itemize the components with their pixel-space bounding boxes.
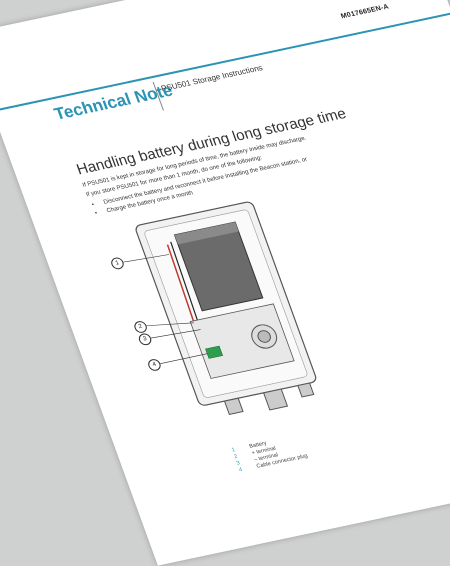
battery-top [174, 222, 239, 245]
gland-core [257, 330, 271, 343]
bottom-gland-right [297, 382, 315, 398]
header-accent-line [0, 12, 450, 113]
bottom-gland-left [223, 397, 244, 416]
bottom-gland-center [262, 388, 289, 411]
document-subtitle: PSU501 Storage Instructions [159, 63, 264, 94]
callout-line-3 [150, 329, 201, 339]
callout-line-2 [146, 322, 194, 327]
figure-legend: 1Battery 2+ terminal 3– terminal 4Cable … [231, 433, 309, 474]
document-number: M017665EN-A [340, 3, 390, 21]
technical-note-title: Technical Note [51, 80, 176, 124]
psu-illustration: 1 2 3 4 [98, 187, 370, 437]
callout-line-4 [160, 353, 208, 364]
callout-line-1 [123, 254, 170, 263]
psu-drawing [123, 201, 317, 416]
circuit-board [189, 303, 295, 379]
